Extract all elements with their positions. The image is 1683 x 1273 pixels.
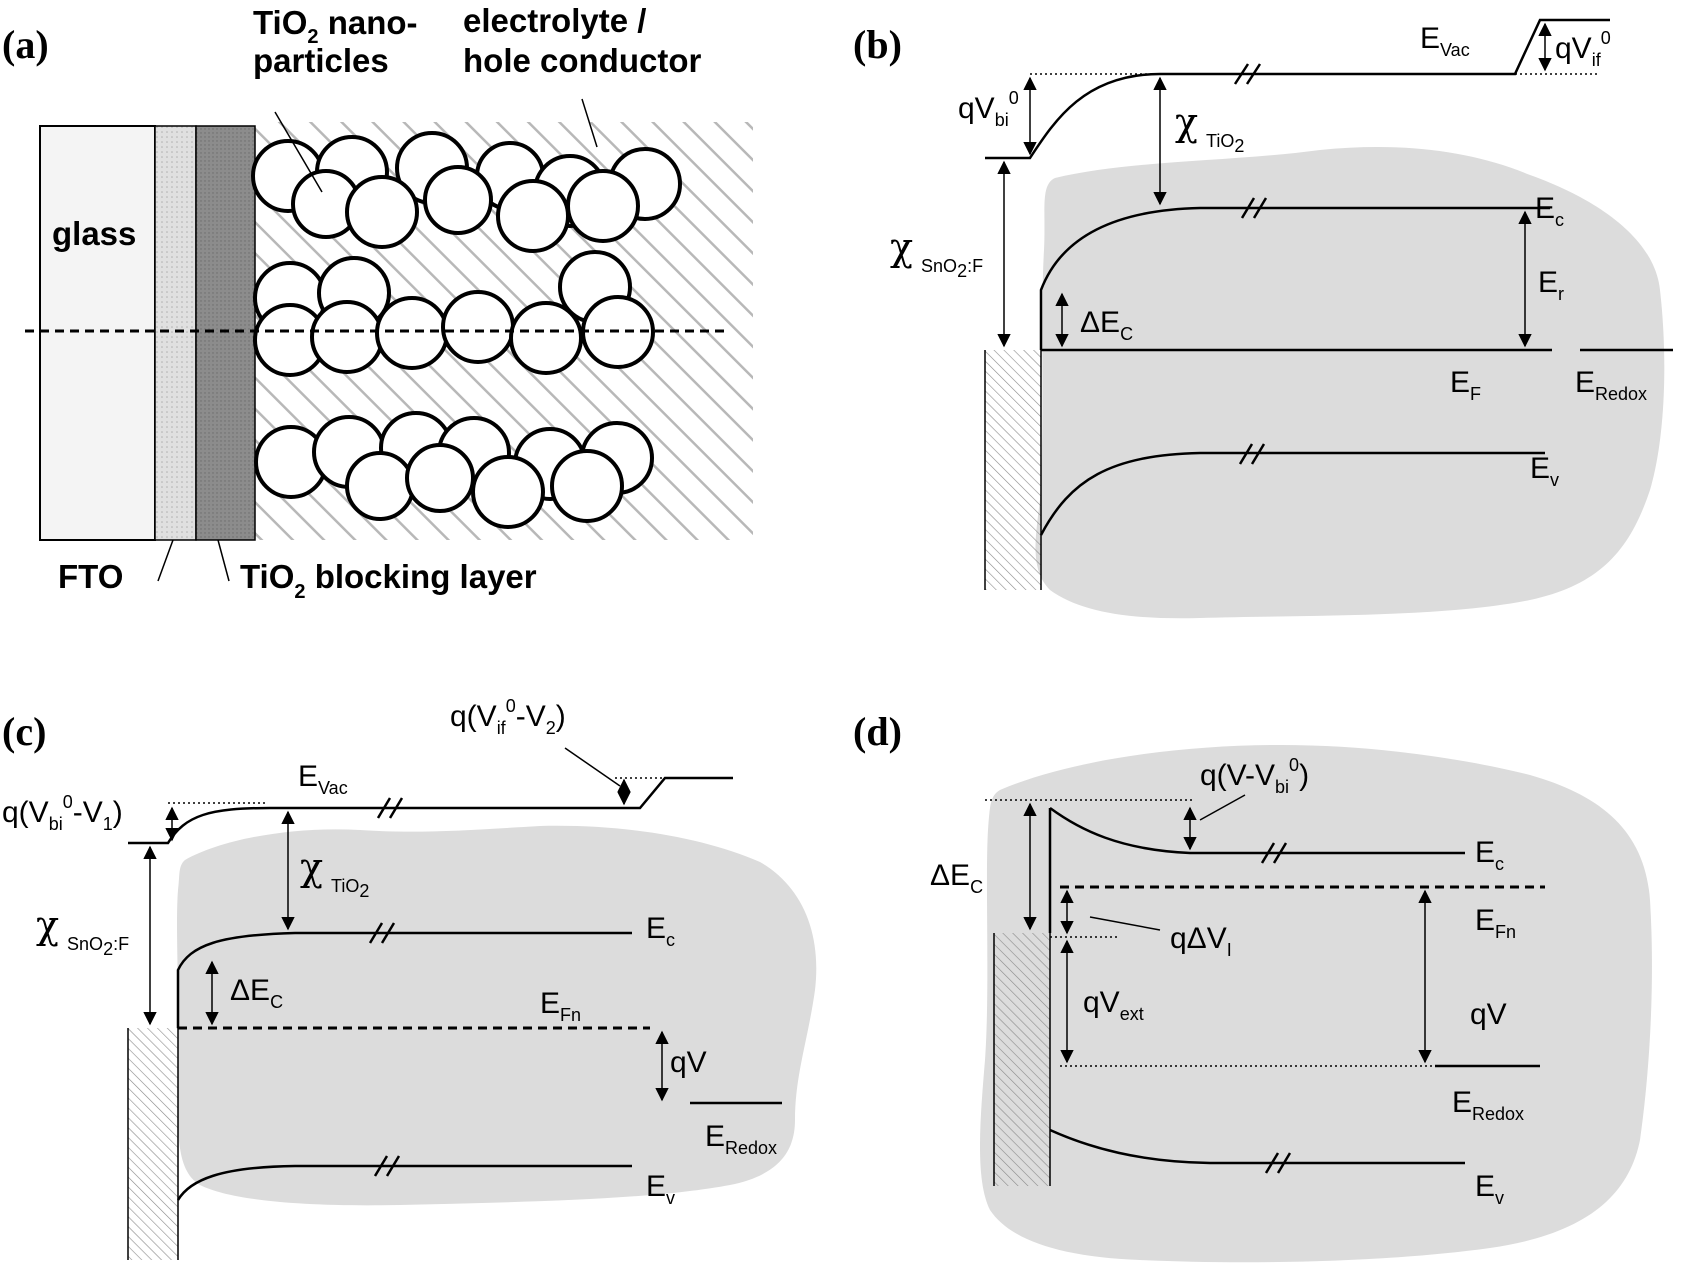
nanoparticle-row-3 bbox=[254, 411, 654, 529]
break-mark-c-ec bbox=[368, 922, 396, 944]
dec-label-c: ΔEC bbox=[230, 974, 283, 1012]
ec-label-c: Ec bbox=[646, 912, 675, 950]
break-mark-b-vac bbox=[1233, 63, 1262, 85]
blocking-pointer bbox=[217, 539, 230, 582]
evac-label-c: EVac bbox=[298, 760, 348, 798]
ev-line-d bbox=[1049, 1128, 1465, 1165]
ec-line-d bbox=[1049, 806, 1465, 855]
tio2-region-c bbox=[177, 825, 817, 1206]
fto-pointer bbox=[157, 539, 174, 582]
qdvi-label-d: qΔVI bbox=[1170, 922, 1232, 960]
fto-contact-d bbox=[994, 933, 1050, 1186]
ev-line-c bbox=[176, 1164, 632, 1201]
qv-label-d: qV bbox=[1470, 998, 1507, 1031]
qvext-label-d: qVext bbox=[1083, 986, 1144, 1024]
electrolyte-pointer bbox=[581, 98, 598, 148]
panel-a: (a) bbox=[2, 2, 753, 603]
tio2-region-d bbox=[980, 745, 1652, 1263]
panel-a-label: (a) bbox=[2, 22, 49, 67]
blocking-layer-label: TiO2 blocking layer bbox=[240, 558, 537, 603]
ev-line-b bbox=[1039, 451, 1545, 536]
efn-label-c: EFn bbox=[540, 987, 581, 1025]
eredox-label-c: ERedox bbox=[705, 1120, 777, 1158]
ef-label-b: EF bbox=[1450, 366, 1481, 404]
break-mark-b-ec bbox=[1240, 197, 1268, 219]
qvif-pointer-c bbox=[564, 747, 621, 787]
panel-c-label: (c) bbox=[2, 709, 46, 754]
break-mark-d-ec bbox=[1260, 842, 1288, 864]
eredox-label-d: ERedox bbox=[1452, 1086, 1524, 1124]
fto-contact-c bbox=[128, 1028, 178, 1260]
tio2-blocking-layer bbox=[195, 125, 256, 541]
qvvbi-label-d: q(V-Vbi0) bbox=[1200, 755, 1309, 797]
evac-line-b bbox=[985, 18, 1610, 160]
nanoparticle-row-1 bbox=[251, 131, 682, 253]
ev-label-b: Ev bbox=[1530, 452, 1559, 490]
qdvi-pointer-d bbox=[1089, 916, 1161, 931]
break-mark-d-ev bbox=[1264, 1152, 1292, 1174]
panel-d-label: (d) bbox=[853, 709, 902, 754]
ec-label-d: Ec bbox=[1475, 836, 1504, 874]
nanoparticles-label: TiO2 nano-particles bbox=[253, 4, 418, 79]
qv-label-c: qV bbox=[670, 1046, 707, 1079]
qvif-label-b: qVif0 bbox=[1555, 28, 1611, 70]
eredox-label-b: ERedox bbox=[1575, 366, 1647, 404]
fto-layer bbox=[154, 125, 197, 541]
ec-line-c bbox=[176, 931, 632, 1028]
efn-label-d: EFn bbox=[1475, 904, 1516, 942]
qvif-label-c: q(Vif0-V2) bbox=[450, 696, 566, 738]
fto-contact-b bbox=[985, 350, 1041, 590]
panel-d: (d) q(V-Vbi0) ΔEC Ec EFn qΔVI qVext qV bbox=[853, 709, 1652, 1263]
qvvbi-pointer-d bbox=[1199, 794, 1246, 821]
ev-label-d: Ev bbox=[1475, 1170, 1504, 1208]
er-label-b: Er bbox=[1538, 266, 1564, 304]
evac-label-b: EVac bbox=[1420, 22, 1470, 60]
ev-label-c: Ev bbox=[646, 1170, 675, 1208]
dec-label-d: ΔEC bbox=[930, 859, 983, 897]
break-mark-b-ev bbox=[1238, 443, 1266, 465]
break-mark-c-ev bbox=[373, 1155, 401, 1177]
ec-line-b bbox=[1039, 206, 1550, 350]
glass-label: glass bbox=[52, 215, 136, 252]
break-mark-c-vac bbox=[376, 797, 404, 819]
qvbi-label-c: q(Vbi0-V1) bbox=[2, 792, 123, 834]
panel-b-label: (b) bbox=[853, 22, 902, 67]
electrolyte-label: electrolyte /hole conductor bbox=[463, 2, 701, 79]
nanoparticles-pointer bbox=[274, 111, 323, 193]
dec-label-b: ΔEC bbox=[1080, 306, 1133, 344]
tio2-region-b bbox=[1035, 147, 1665, 619]
fto-label: FTO bbox=[58, 558, 123, 595]
ec-label-b: Ec bbox=[1535, 192, 1564, 230]
glass-layer bbox=[39, 125, 156, 541]
qvbi-label-b: qVbi0 bbox=[958, 88, 1019, 130]
